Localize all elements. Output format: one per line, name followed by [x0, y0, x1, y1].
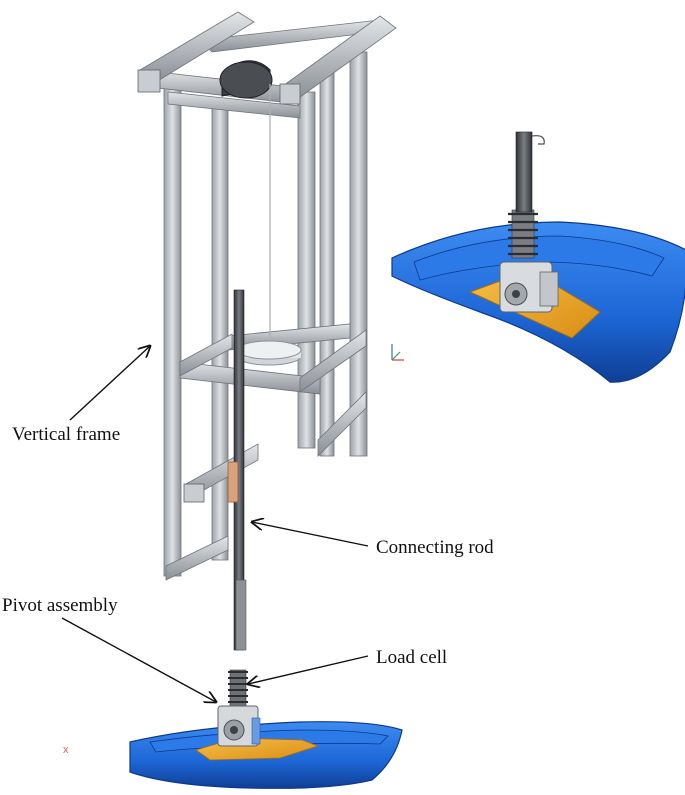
load-cell-block: [227, 461, 239, 503]
pivot-bearing-icon: [217, 705, 261, 747]
stray-mark: x: [63, 744, 69, 756]
vertical-frame-arrow: [69, 346, 150, 421]
label-vertical-frame: Vertical frame: [12, 424, 121, 445]
vertical-frame: [137, 11, 397, 581]
weight-disc-icon: [236, 340, 302, 366]
spring-icon: [228, 669, 248, 707]
load-cell-arrow: [248, 655, 369, 684]
pivot-assembly-arrow: [61, 617, 216, 702]
inset-boat-detail: [391, 131, 685, 383]
axis-triad-icon: [391, 344, 404, 361]
label-load-cell: Load cell: [376, 647, 448, 668]
pulley-wheel-icon: [219, 60, 273, 99]
label-pivot-assembly: Pivot assembly: [2, 595, 118, 616]
connecting-rod-arrow: [252, 522, 369, 547]
label-connecting-rod: Connecting rod: [376, 537, 494, 558]
